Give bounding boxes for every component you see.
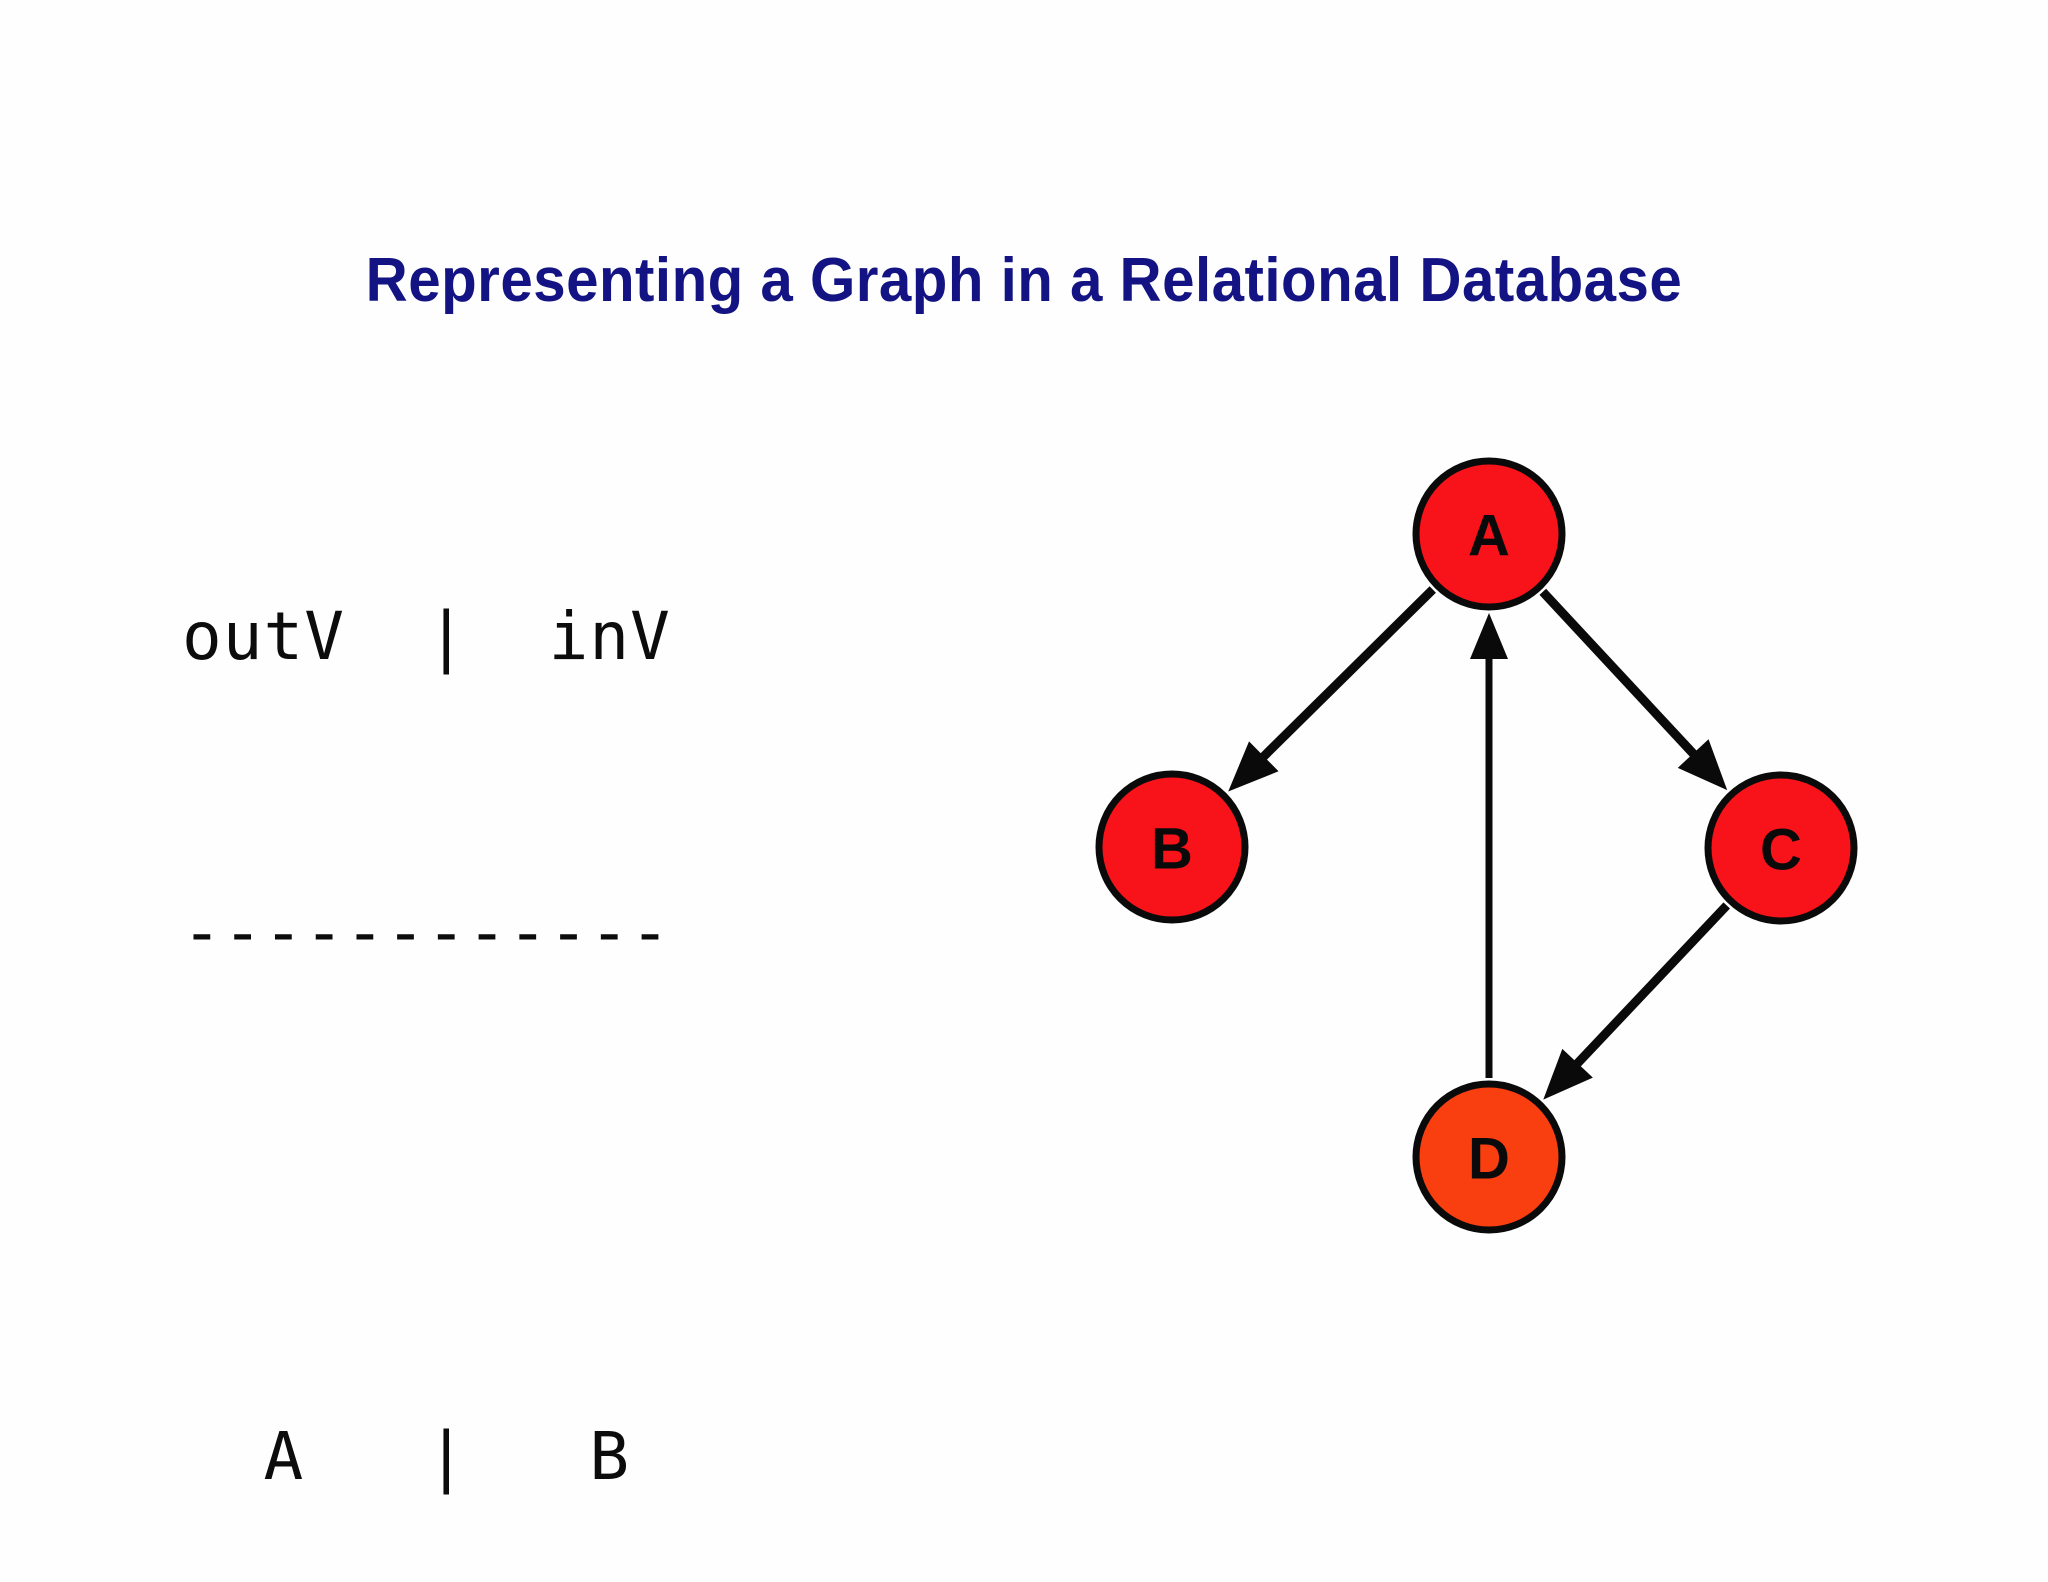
graph-edge-a-to-b — [1259, 586, 1436, 761]
graph-node-circle-b[interactable] — [1095, 770, 1249, 924]
graph-node-label-c: C — [1760, 818, 1802, 883]
graph-arrowhead-a-to-b — [1228, 741, 1279, 792]
graph-node-c[interactable]: C — [1704, 771, 1858, 925]
graph-arrowhead-d-to-a — [1470, 613, 1508, 659]
table-body: A | B A | C C | D D | A — [182, 1212, 671, 1582]
graph-node-layer: A B C D — [1095, 457, 1858, 1234]
graph-node-label-a: A — [1468, 504, 1510, 569]
edge-list-table: outV | inV ------------ A | B A | C C | … — [182, 392, 671, 1582]
graph-node-circle-a[interactable] — [1412, 457, 1566, 611]
table-row: A | B — [182, 1418, 631, 1495]
table-header-rule: ------------ — [182, 894, 671, 971]
graph-node-label-b: B — [1151, 817, 1193, 882]
graph-edge-layer — [1228, 586, 1731, 1100]
graph-arrowhead-c-to-d — [1543, 1048, 1593, 1100]
table-header-row: outV | inV — [182, 598, 671, 675]
graph-node-b[interactable]: B — [1095, 770, 1249, 924]
page-title: Representing a Graph in a Relational Dat… — [365, 246, 1683, 315]
graph-arrowhead-a-to-c — [1677, 739, 1728, 791]
graph-node-d[interactable]: D — [1412, 1080, 1566, 1234]
graph-node-circle-c[interactable] — [1704, 771, 1858, 925]
graph-edge-a-to-c — [1539, 588, 1698, 759]
graph-node-a[interactable]: A — [1412, 457, 1566, 611]
graph-diagram: A B C D — [1060, 420, 2000, 1260]
graph-edge-c-to-d — [1572, 902, 1731, 1068]
graph-node-label-d: D — [1468, 1127, 1510, 1192]
graph-node-circle-d[interactable] — [1412, 1080, 1566, 1234]
